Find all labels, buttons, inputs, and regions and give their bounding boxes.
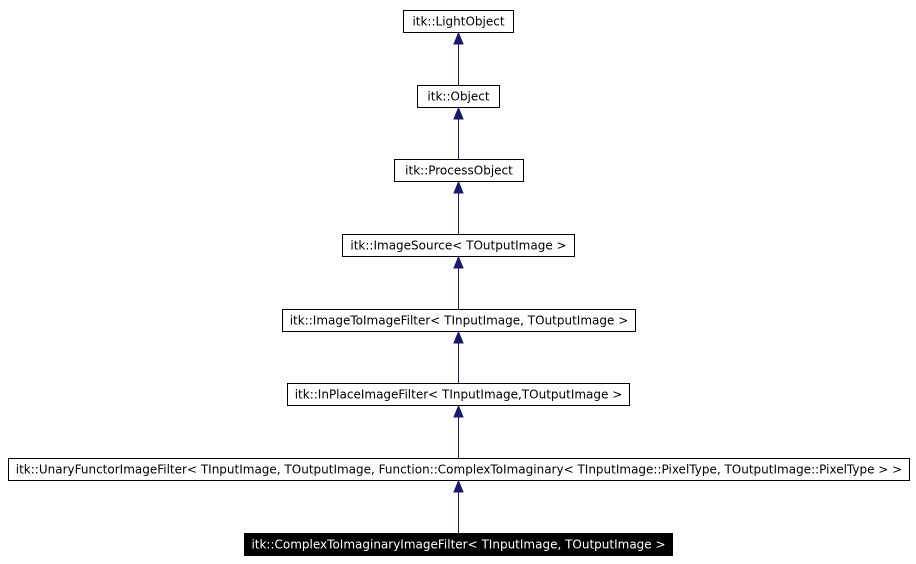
class-node-unary-functor-image-filter[interactable]: itk::UnaryFunctorImageFilter< TInputImag… xyxy=(8,458,910,481)
class-node-box xyxy=(8,458,910,481)
class-node-label: itk::ProcessObject xyxy=(405,164,513,178)
class-node-label: itk::LightObject xyxy=(412,15,504,29)
inheritance-edges xyxy=(453,31,464,533)
inheritance-arrowhead xyxy=(453,255,464,269)
inheritance-arrowhead xyxy=(453,330,464,344)
class-node-label: itk::InPlaceImageFilter< TInputImage,TOu… xyxy=(295,388,623,402)
class-node-complex-to-imaginary-image-filter: itk::ComplexToImaginaryImageFilter< TInp… xyxy=(244,533,673,556)
inheritance-arrowhead xyxy=(453,479,464,493)
class-node-box xyxy=(342,234,575,257)
class-node-label: itk::UnaryFunctorImageFilter< TInputImag… xyxy=(16,463,902,477)
class-node-label: itk::ImageToImageFilter< TInputImage, TO… xyxy=(290,314,629,328)
class-node-light-object[interactable]: itk::LightObject xyxy=(403,10,514,33)
class-node-in-place-image-filter[interactable]: itk::InPlaceImageFilter< TInputImage,TOu… xyxy=(287,383,630,406)
class-node-image-source[interactable]: itk::ImageSource< TOutputImage > xyxy=(342,234,575,257)
class-node-box xyxy=(417,85,500,108)
class-node-process-object[interactable]: itk::ProcessObject xyxy=(394,159,524,182)
inheritance-arrowhead xyxy=(453,180,464,194)
inheritance-arrowhead xyxy=(453,31,464,45)
class-node-box xyxy=(282,309,636,332)
class-nodes: itk::LightObjectitk::Objectitk::ProcessO… xyxy=(8,10,910,556)
class-node-box xyxy=(244,533,673,556)
inheritance-arrowhead xyxy=(453,106,464,120)
class-node-label: itk::ComplexToImaginaryImageFilter< TInp… xyxy=(251,538,665,552)
class-node-box xyxy=(394,159,524,182)
class-node-box xyxy=(287,383,630,406)
inheritance-arrowhead xyxy=(453,404,464,418)
class-node-image-to-image-filter[interactable]: itk::ImageToImageFilter< TInputImage, TO… xyxy=(282,309,636,332)
class-node-label: itk::ImageSource< TOutputImage > xyxy=(350,239,566,253)
class-node-box xyxy=(403,10,514,33)
class-node-label: itk::Object xyxy=(427,90,489,104)
class-node-object[interactable]: itk::Object xyxy=(417,85,500,108)
